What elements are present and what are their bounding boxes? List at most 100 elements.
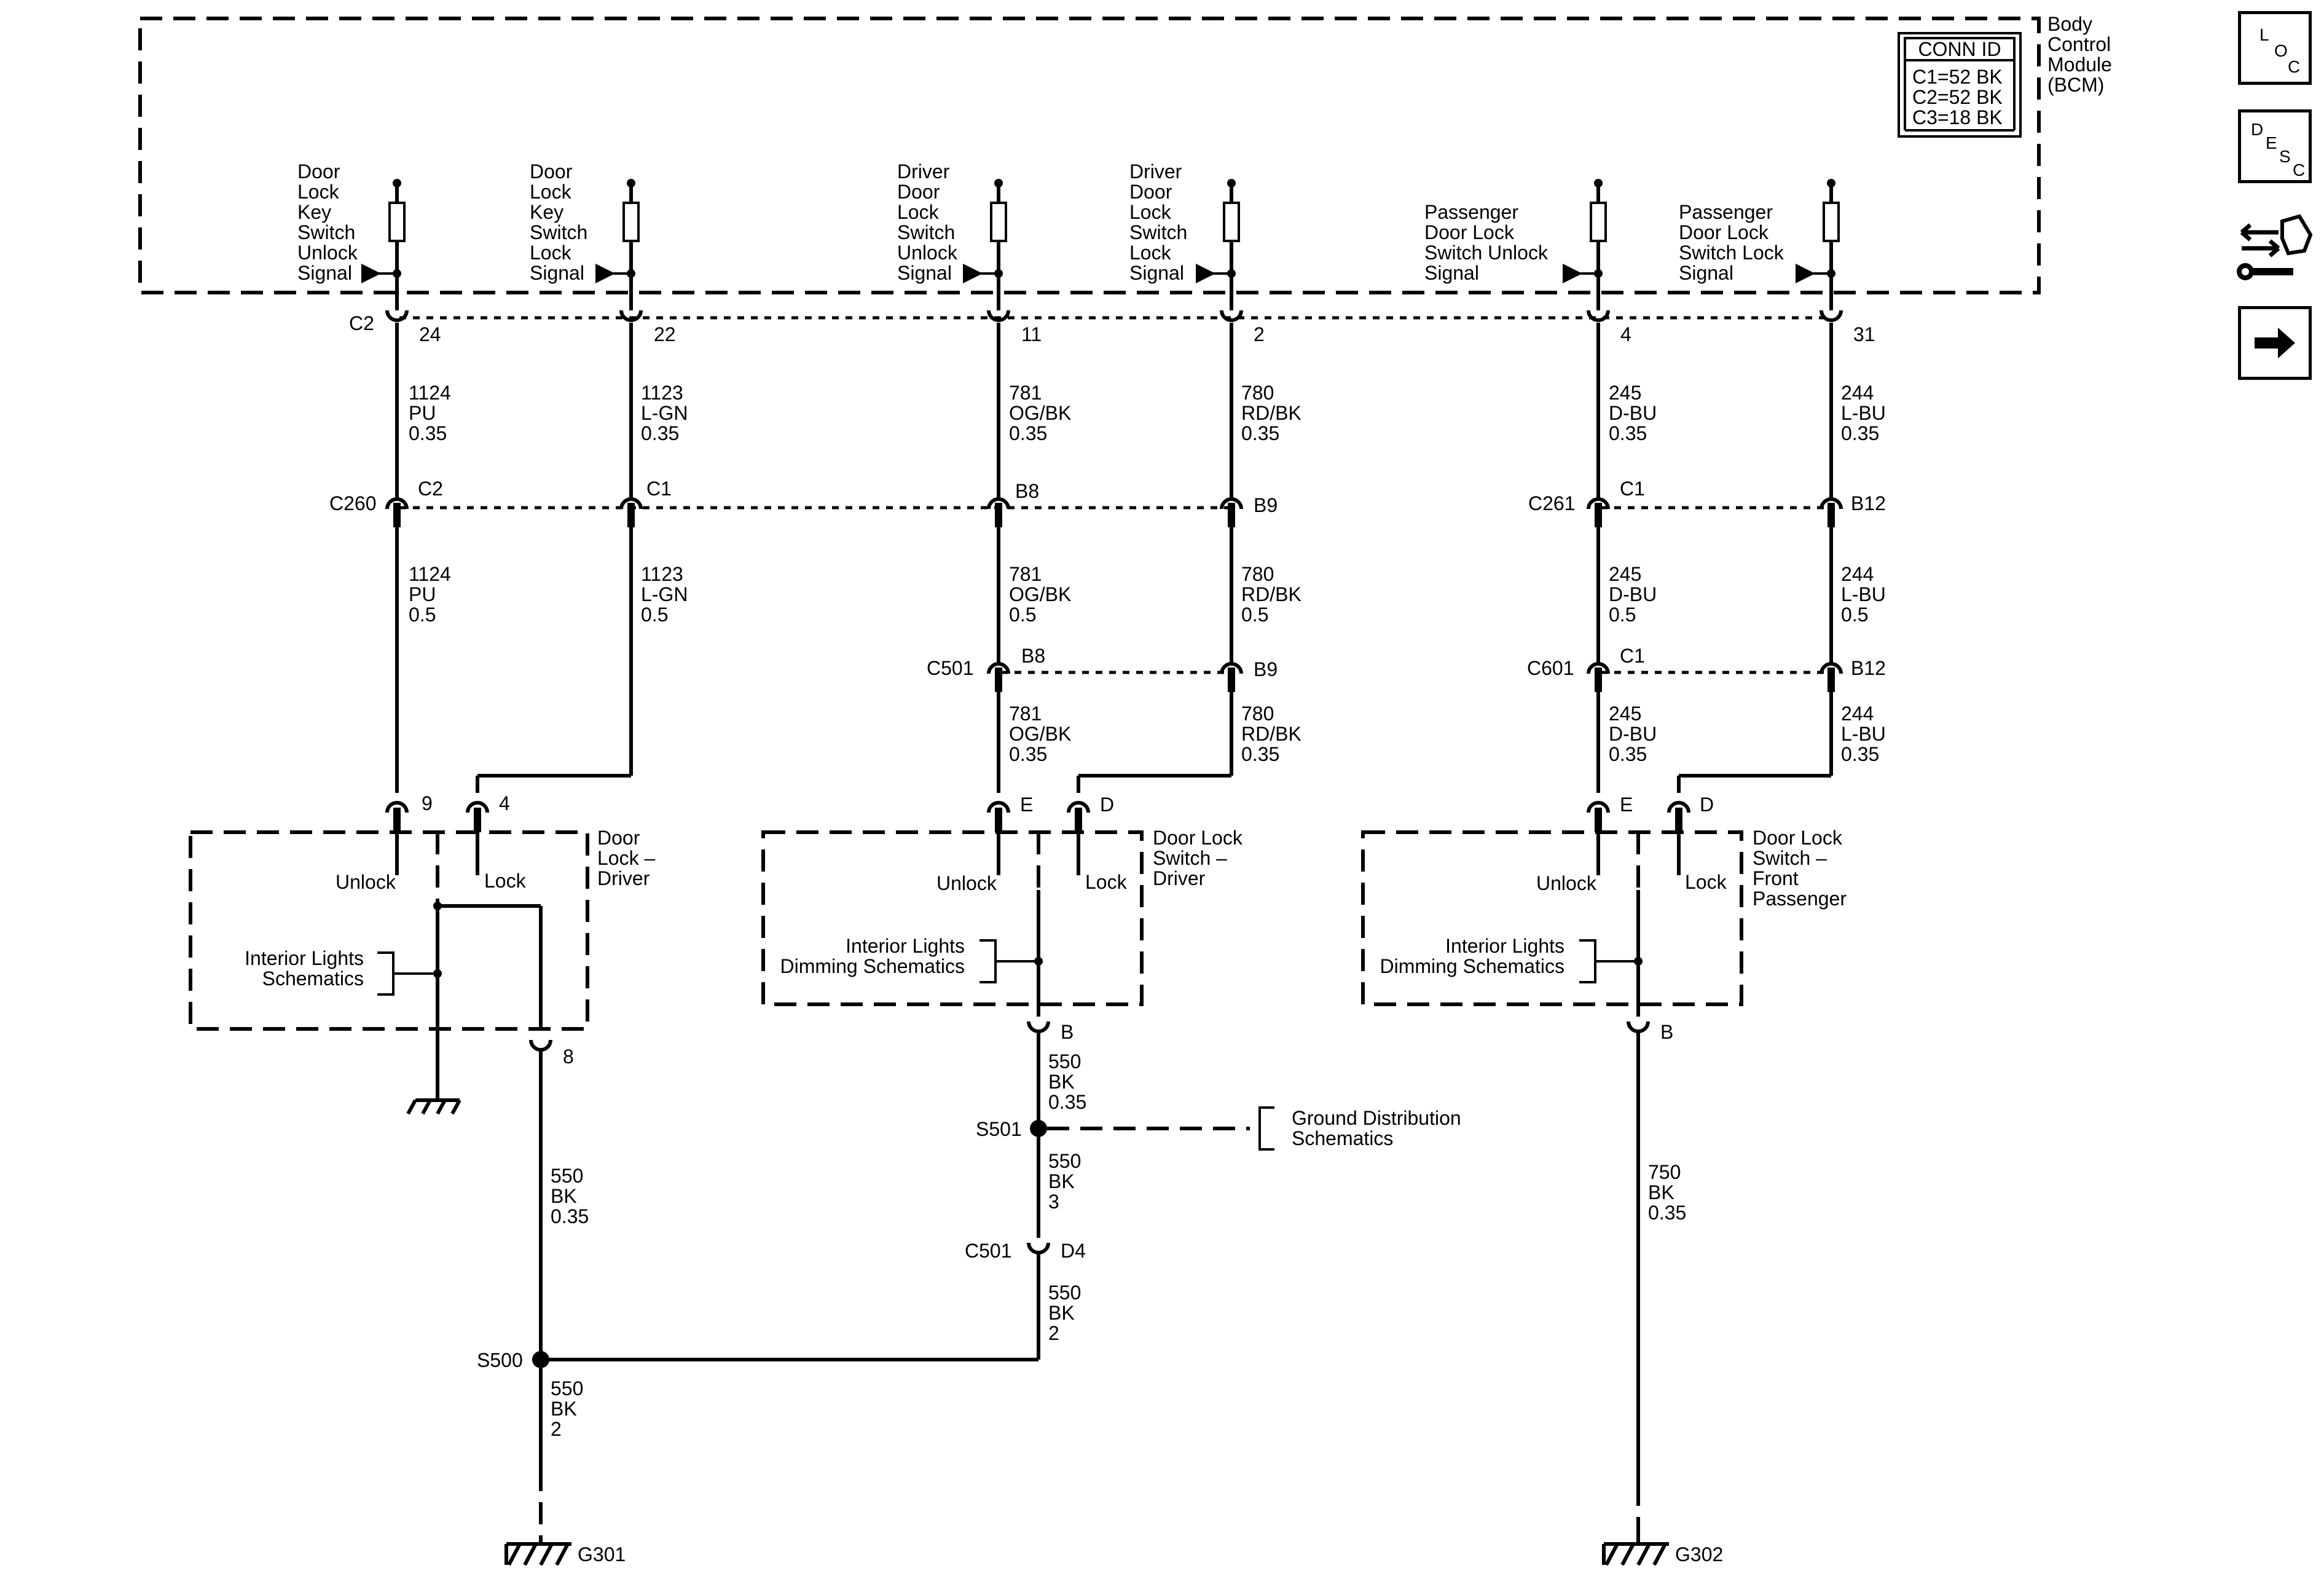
svg-text:Passenger: Passenger [1753, 888, 1847, 910]
inline-connector-row-2: C501 B8 B9 C601 C1 B12 [927, 645, 1886, 692]
svg-text:0.35: 0.35 [551, 1205, 589, 1227]
svg-text:B12: B12 [1851, 657, 1886, 679]
bcm-input-2: Driver Door Lock Switch Lock Signal [1129, 160, 1240, 310]
svg-text:3: 3 [1048, 1191, 1059, 1213]
svg-text:D4: D4 [1061, 1240, 1086, 1262]
svg-text:0.5: 0.5 [1009, 604, 1036, 626]
svg-text:1124: 1124 [409, 382, 451, 404]
svg-text:0.35: 0.35 [1009, 422, 1047, 444]
bcm-input-11: Driver Door Lock Switch Unlock Signal [897, 160, 1007, 310]
svg-text:BK: BK [1048, 1170, 1075, 1192]
svg-text:Switch: Switch [530, 221, 587, 243]
desc-button[interactable]: D E S C [2238, 109, 2312, 183]
svg-text:C501: C501 [927, 657, 974, 679]
svg-text:0.35: 0.35 [1241, 422, 1279, 444]
svg-text:31: 31 [1853, 323, 1875, 345]
svg-text:BK: BK [551, 1398, 577, 1420]
desc-letter-e: E [2266, 133, 2277, 152]
svg-text:Driver: Driver [1153, 867, 1206, 889]
next-arrow-icon [2255, 328, 2295, 358]
splice-s500: S500 [477, 1349, 549, 1537]
svg-text:0.35: 0.35 [1609, 743, 1647, 765]
svg-text:C2: C2 [418, 478, 443, 500]
svg-text:Driver: Driver [597, 867, 650, 889]
svg-text:Lock: Lock [1685, 871, 1727, 893]
svg-text:OG/BK: OG/BK [1009, 723, 1071, 745]
svg-text:2: 2 [1254, 323, 1265, 345]
svg-text:Lock: Lock [530, 181, 572, 203]
svg-text:Switch –: Switch – [1753, 847, 1827, 869]
svg-text:0.35: 0.35 [1609, 422, 1647, 444]
svg-text:Schematics: Schematics [1292, 1127, 1393, 1149]
svg-text:24: 24 [419, 323, 441, 345]
svg-text:D-BU: D-BU [1609, 723, 1657, 745]
svg-text:8: 8 [563, 1045, 574, 1068]
next-arrow-button[interactable] [2238, 306, 2312, 380]
svg-text:Lock –: Lock – [597, 847, 655, 869]
svg-text:Passenger: Passenger [1679, 201, 1773, 223]
svg-text:245: 245 [1609, 563, 1641, 585]
svg-text:Control: Control [2047, 33, 2111, 55]
svg-text:BK: BK [1048, 1302, 1075, 1324]
desc-letter-s: S [2279, 147, 2291, 166]
svg-text:Switch: Switch [297, 221, 355, 243]
svg-text:BK: BK [1048, 1071, 1075, 1093]
svg-text:B: B [1660, 1021, 1673, 1043]
svg-text:1123: 1123 [641, 563, 683, 585]
svg-text:Door: Door [897, 181, 940, 203]
svg-text:E: E [1020, 793, 1033, 816]
svg-text:4: 4 [1620, 323, 1631, 345]
svg-text:G301: G301 [578, 1543, 626, 1565]
svg-text:0.5: 0.5 [1841, 604, 1868, 626]
svg-text:Switch –: Switch – [1153, 847, 1227, 869]
wire-segments-upper [395, 323, 1833, 499]
ground-g301: G301 [504, 1537, 626, 1566]
svg-text:Switch Lock: Switch Lock [1679, 242, 1784, 264]
svg-text:Ground Distribution: Ground Distribution [1292, 1107, 1461, 1129]
svg-text:BK: BK [551, 1185, 577, 1207]
connector-tools-icon[interactable] [2236, 208, 2315, 288]
svg-text:Door Lock: Door Lock [1679, 221, 1769, 243]
svg-text:Signal: Signal [297, 262, 352, 284]
svg-text:780: 780 [1241, 563, 1274, 585]
svg-text:OG/BK: OG/BK [1009, 402, 1071, 424]
svg-text:0.35: 0.35 [1241, 743, 1279, 765]
loc-button[interactable]: L O C [2238, 11, 2312, 85]
bcm-input-22: Door Lock Key Switch Lock Signal [530, 160, 640, 310]
svg-text:L-GN: L-GN [641, 402, 688, 424]
svg-text:Module: Module [2047, 53, 2112, 76]
svg-text:B12: B12 [1851, 492, 1886, 514]
connector-c501-d4: C501 D4 [541, 1240, 1086, 1361]
svg-text:244: 244 [1841, 382, 1874, 404]
svg-text:0.35: 0.35 [1009, 743, 1047, 765]
svg-text:Switch: Switch [897, 221, 955, 243]
svg-text:0.5: 0.5 [1241, 604, 1268, 626]
svg-text:781: 781 [1009, 563, 1042, 585]
svg-text:0.5: 0.5 [641, 604, 668, 626]
component-door-lock-driver: 9 4 Unlock Lock Door Lock – Driver Inter… [189, 792, 655, 1360]
svg-text:1124: 1124 [409, 563, 451, 585]
svg-text:C1: C1 [1620, 478, 1645, 500]
wire-segments-lower [997, 692, 1833, 793]
bcm-input-4: Passenger Door Lock Switch Unlock Signal [1424, 179, 1607, 310]
svg-text:550: 550 [1048, 1150, 1081, 1172]
svg-text:C1=52 BK: C1=52 BK [1912, 66, 2003, 88]
svg-text:781: 781 [1009, 382, 1042, 404]
component-door-lock-switch-driver: E D Unlock Lock Door Lock Switch – Drive… [761, 793, 1243, 1238]
svg-text:Signal: Signal [530, 262, 584, 284]
svg-text:550: 550 [551, 1377, 583, 1400]
svg-text:780: 780 [1241, 382, 1274, 404]
svg-text:C3=18 BK: C3=18 BK [1912, 106, 2003, 128]
svg-text:0.35: 0.35 [1648, 1202, 1686, 1224]
svg-text:C2: C2 [349, 312, 374, 334]
svg-text:781: 781 [1009, 703, 1042, 725]
svg-text:1123: 1123 [641, 382, 683, 404]
svg-text:Unlock: Unlock [1536, 872, 1597, 894]
chassis-ground-icon [406, 1098, 461, 1115]
svg-text:0.35: 0.35 [409, 422, 447, 444]
svg-text:B9: B9 [1254, 658, 1278, 680]
svg-text:0.35: 0.35 [1841, 422, 1879, 444]
svg-text:E: E [1620, 793, 1633, 816]
splice-s501: S501 Ground Distribution Schematics [976, 1106, 1461, 1151]
